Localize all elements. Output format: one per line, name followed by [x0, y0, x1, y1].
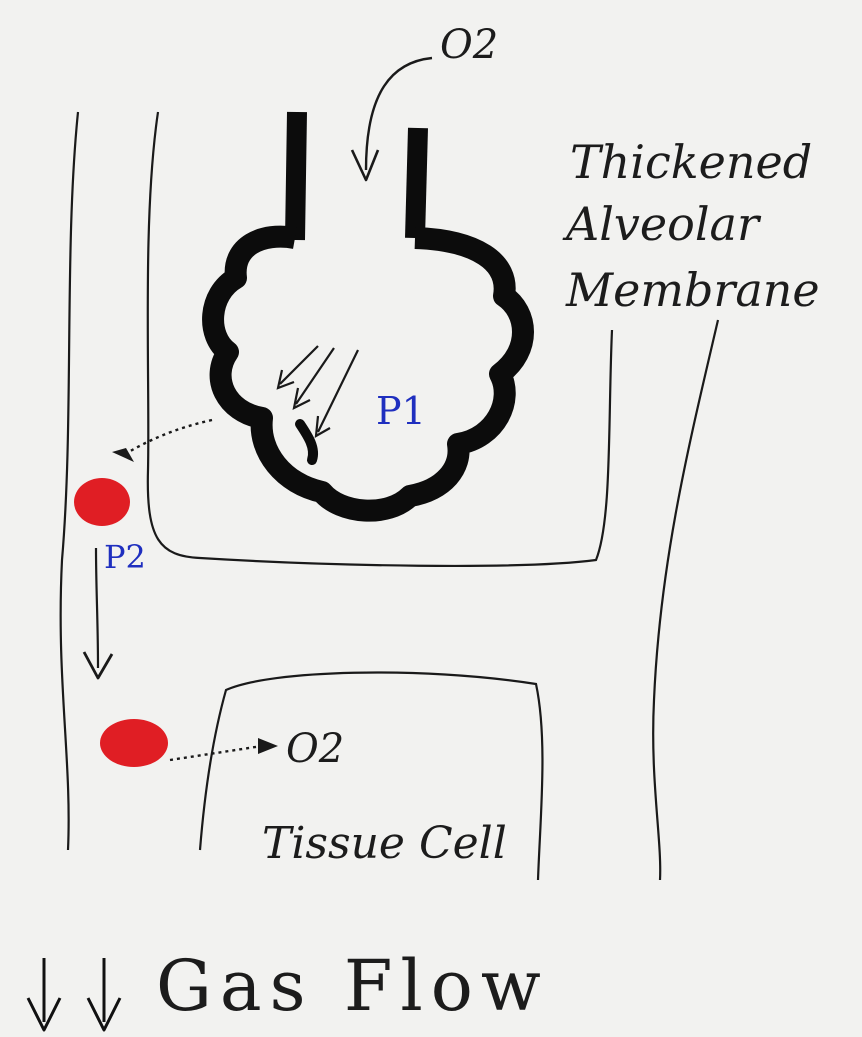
membrane-label-line3: Membrane: [565, 263, 820, 317]
alveolar-duct-right: [415, 128, 418, 238]
p2-label: P2: [104, 538, 146, 576]
membrane-label-line1: Thickened: [570, 135, 812, 189]
gas-flow-label: Gas Flow: [156, 945, 549, 1027]
p1-label: P1: [376, 389, 426, 433]
alveolar-duct-left: [295, 112, 297, 240]
o2-top-label: O2: [440, 22, 498, 68]
red-blood-cell-upper: [74, 478, 130, 526]
red-blood-cell-lower: [100, 719, 168, 767]
o2-tissue-label: O2: [286, 726, 344, 772]
membrane-label-line2: Alveolar: [562, 197, 762, 251]
tissue-cell-label: Tissue Cell: [262, 818, 507, 869]
